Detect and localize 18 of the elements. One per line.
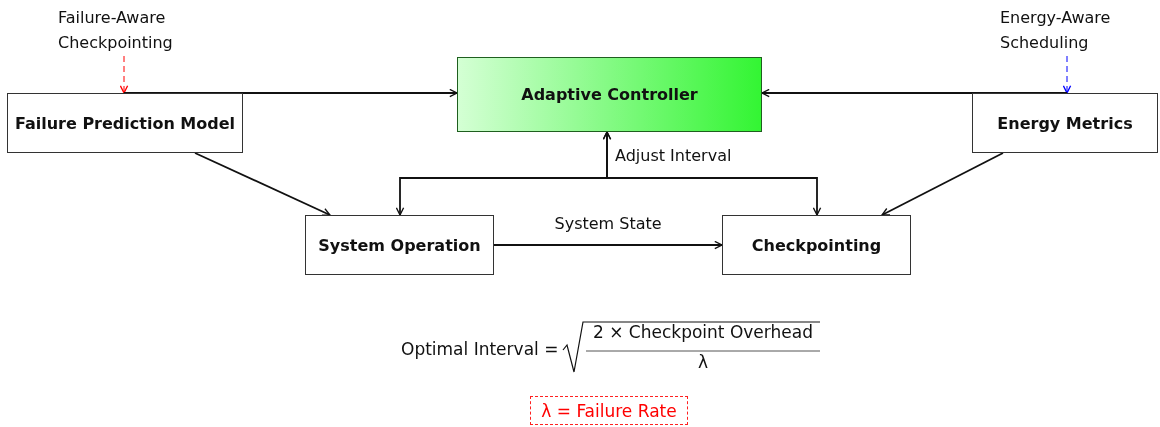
- process-box: Failure Prediction Model: [7, 93, 243, 153]
- arrow: [881, 152, 1004, 216]
- annotation-text: Failure-Aware Checkpointing: [58, 4, 208, 56]
- annotation-text: Energy-Aware Scheduling: [1000, 4, 1140, 56]
- arrow: [493, 240, 723, 250]
- process-box: Energy Metrics: [972, 93, 1158, 153]
- process-box: Checkpointing: [722, 215, 911, 275]
- denominator-text: λ: [698, 352, 709, 372]
- numerator-text: 2 × Checkpoint Overhead: [593, 322, 813, 342]
- process-box: System Operation: [305, 215, 494, 275]
- dashed-arrow: [119, 55, 129, 94]
- arrow: [602, 131, 822, 216]
- formula-text: Optimal Interval =: [401, 339, 559, 359]
- controller-box: Adaptive Controller: [457, 57, 762, 132]
- edge-label: System State: [552, 214, 664, 233]
- dashed-arrow: [1062, 55, 1072, 94]
- legend-note: λ = Failure Rate: [530, 396, 688, 425]
- arrow: [194, 152, 331, 216]
